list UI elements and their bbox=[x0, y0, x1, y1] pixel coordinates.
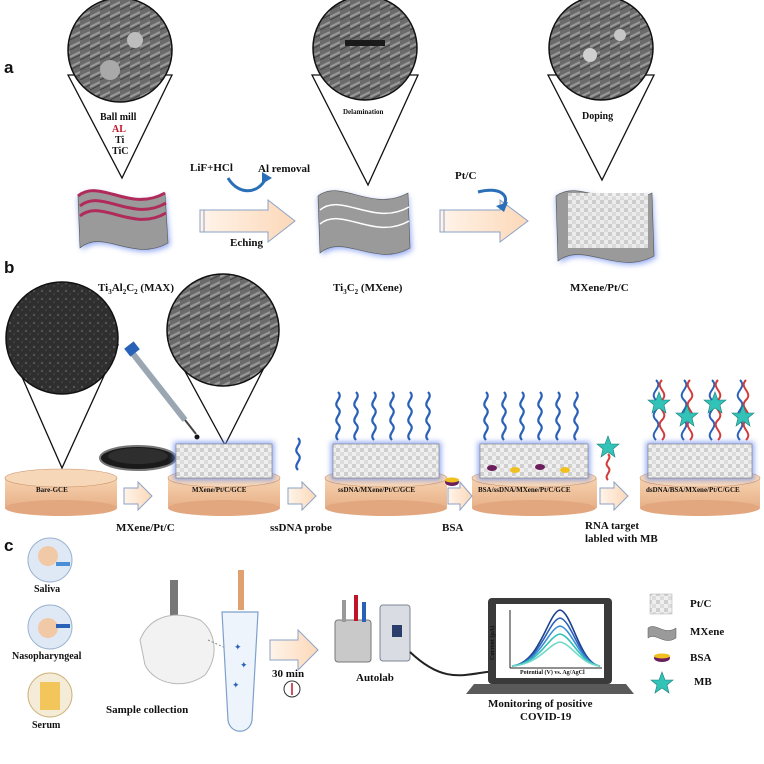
step-rna-label-2: labled with MB bbox=[585, 533, 658, 545]
lif-hcl-label: LiF+HCl bbox=[190, 162, 233, 174]
doping-label: Doping bbox=[582, 111, 614, 122]
al-label: AL bbox=[112, 124, 126, 135]
electrode-ssdna bbox=[324, 442, 448, 516]
arrow-step-4 bbox=[599, 480, 629, 512]
petri-dish-icon bbox=[99, 445, 177, 471]
saliva-label: Saliva bbox=[34, 584, 61, 595]
electrode-dsdna bbox=[639, 442, 761, 516]
legend-bsa-swatch bbox=[654, 653, 670, 662]
al-removal-label: Al removal bbox=[258, 163, 311, 175]
bsa-particles bbox=[445, 464, 570, 486]
sem-zoom-max bbox=[66, 0, 174, 180]
saliva-icon bbox=[27, 537, 73, 583]
sem-zoom-doped bbox=[546, 0, 656, 182]
bare-gce-label: Bare-GCE bbox=[36, 486, 68, 494]
electrode-mxene-ptc bbox=[167, 442, 281, 516]
rotation-icon bbox=[283, 680, 301, 698]
sample-collection-label: Sample collection bbox=[106, 704, 189, 716]
al-removal-curved-arrow bbox=[226, 177, 268, 193]
legend-ptc-swatch bbox=[649, 593, 673, 615]
svg-text:✦: ✦ bbox=[234, 642, 242, 652]
plot-ylabel: Current (μA) bbox=[490, 625, 496, 660]
time-label: 30 min bbox=[272, 668, 305, 680]
panel-letter-c: c bbox=[4, 536, 14, 555]
arrow-step-3 bbox=[447, 480, 473, 512]
svg-text:✦: ✦ bbox=[240, 660, 248, 670]
delamination-label: Delamination bbox=[343, 108, 384, 116]
max-phase-sheets bbox=[77, 189, 170, 252]
arrow-step-2 bbox=[287, 480, 317, 512]
mxene-ptc-gce-label: MXene/Pt/C/GCE bbox=[192, 486, 247, 494]
tic-label: TiC bbox=[112, 146, 129, 157]
panel-letter-b: b bbox=[4, 258, 15, 277]
legend-ptc-label: Pt/C bbox=[690, 598, 712, 610]
panel-letter-a: a bbox=[4, 58, 14, 77]
legend-mxene-swatch bbox=[647, 626, 677, 641]
step-bsa-label: BSA bbox=[442, 522, 464, 534]
sample-tube-icon: ✦ ✦ ✦ bbox=[221, 570, 259, 732]
electrode-bare bbox=[4, 468, 118, 516]
nasopharyngeal-label: Nasopharyngeal bbox=[12, 651, 82, 662]
ptc-label: Pt/C bbox=[455, 170, 477, 182]
nasopharyngeal-icon bbox=[27, 604, 73, 650]
serum-label: Serum bbox=[32, 720, 61, 731]
autolab-setup-icon bbox=[334, 595, 411, 663]
ssdna-strands bbox=[295, 391, 579, 471]
mxene-sheets bbox=[317, 190, 412, 257]
arrow-doping bbox=[439, 199, 529, 243]
sem-zoom-bare-gce bbox=[5, 281, 120, 470]
hand-swab-icon bbox=[139, 580, 231, 685]
step-mxene-label: MXene/Pt/C bbox=[116, 522, 175, 534]
step-rna-label-1: RNA target bbox=[585, 520, 640, 532]
serum-icon bbox=[27, 672, 73, 718]
monitoring-label-1: Monitoring of positive bbox=[488, 698, 593, 710]
legend-mxene-label: MXene bbox=[690, 626, 725, 638]
autolab-label: Autolab bbox=[356, 672, 394, 684]
plot-xlabel: Potential (V) vs. Ag/AgCl bbox=[520, 670, 585, 676]
step-ssdna-label: ssDNA probe bbox=[270, 522, 332, 534]
composite-label: MXene/Pt/C bbox=[570, 282, 629, 294]
bsa-gce-label: BSA/ssDNA/MXene/Pt/C/GCE bbox=[478, 486, 571, 494]
monitoring-label-2: COVID-19 bbox=[520, 711, 572, 723]
mxene-ptc-composite bbox=[555, 190, 656, 265]
legend-mb-swatch bbox=[650, 671, 674, 694]
arrow-etching bbox=[199, 198, 296, 244]
mb-stars bbox=[596, 391, 755, 458]
legend-mb-label: MB bbox=[694, 676, 712, 688]
max-phase-label: Ti3Al2C2 (MAX) bbox=[98, 282, 175, 297]
arrow-incubation bbox=[269, 628, 319, 672]
pipette-icon bbox=[124, 341, 200, 440]
electrode-bsa bbox=[471, 442, 597, 516]
sem-zoom-mxene bbox=[310, 0, 420, 187]
etching-label: Eching bbox=[230, 237, 264, 249]
voltammogram-plot bbox=[509, 609, 602, 669]
sem-zoom-modified-gce bbox=[166, 273, 280, 447]
dsdna-gce-label: dsDNA/BSA/MXene/Pt/C/GCE bbox=[646, 486, 740, 494]
svg-text:✦: ✦ bbox=[232, 680, 240, 690]
ti-label: Ti bbox=[115, 135, 125, 146]
ssdna-gce-label: ssDNA/MXene/Pt/C/GCE bbox=[338, 486, 415, 494]
mxene-label: Ti3C2 (MXene) bbox=[333, 282, 403, 297]
ball-mill-label: Ball mill bbox=[100, 112, 137, 123]
arrow-step-1 bbox=[123, 480, 153, 512]
legend-bsa-label: BSA bbox=[690, 652, 712, 664]
